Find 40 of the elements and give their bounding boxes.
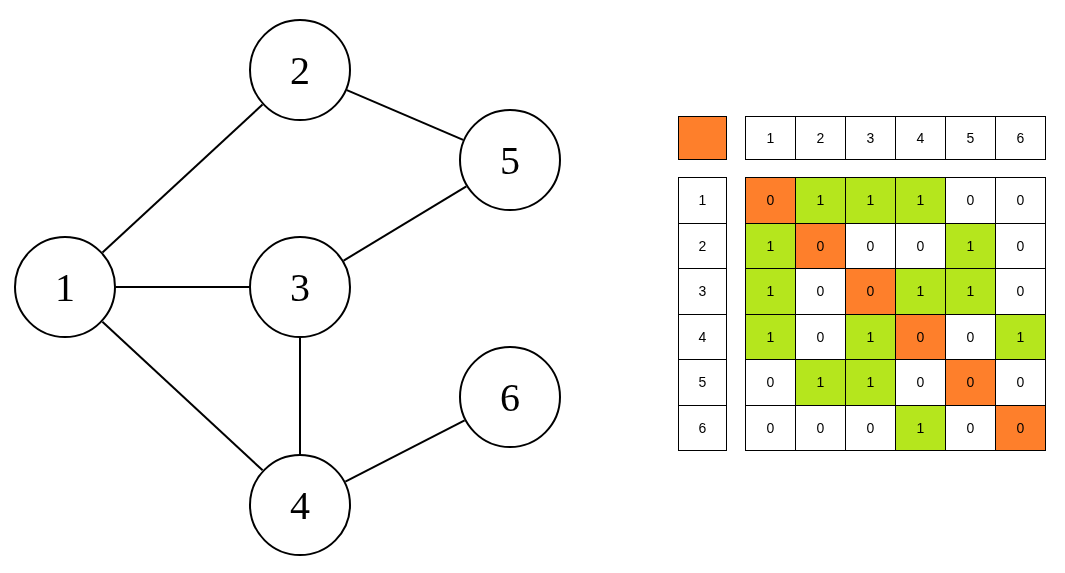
matrix-cell: 0 <box>745 404 796 451</box>
graph-node: 1 <box>14 236 116 338</box>
row-header: 1 <box>678 177 727 224</box>
edge-line <box>299 337 301 455</box>
graph-node: 6 <box>459 346 561 448</box>
matrix-cell: 1 <box>745 268 796 315</box>
matrix-cell: 1 <box>795 359 846 406</box>
edge-line <box>101 103 264 254</box>
graph-node: 3 <box>249 236 351 338</box>
column-header: 5 <box>945 116 996 160</box>
graph-node: 4 <box>249 454 351 556</box>
row-header: 5 <box>678 359 727 406</box>
column-header: 4 <box>895 116 946 160</box>
column-header: 1 <box>745 116 796 160</box>
column-header: 6 <box>995 116 1046 160</box>
row-header: 3 <box>678 268 727 315</box>
matrix-cell: 0 <box>995 177 1046 224</box>
edge-line <box>344 419 466 483</box>
edge-line <box>342 185 468 262</box>
row-header: 4 <box>678 313 727 360</box>
matrix-cell: 1 <box>845 177 896 224</box>
matrix-cell: 1 <box>895 268 946 315</box>
matrix-cell: 1 <box>845 359 896 406</box>
matrix-cell: 0 <box>945 359 996 406</box>
graph-node: 2 <box>249 19 351 121</box>
column-header: 2 <box>795 116 846 160</box>
matrix-cell: 1 <box>945 268 996 315</box>
edge-line <box>345 89 465 141</box>
column-header: 3 <box>845 116 896 160</box>
matrix-cell: 0 <box>845 268 896 315</box>
matrix-cell: 0 <box>745 177 796 224</box>
matrix-cell: 1 <box>995 313 1046 360</box>
graph-node: 5 <box>459 109 561 211</box>
matrix-cell: 1 <box>895 404 946 451</box>
edge-line <box>115 286 250 288</box>
matrix-cell: 0 <box>995 404 1046 451</box>
row-header: 2 <box>678 222 727 269</box>
row-header: 6 <box>678 404 727 451</box>
matrix-cell: 1 <box>895 177 946 224</box>
matrix-cell: 1 <box>795 177 846 224</box>
